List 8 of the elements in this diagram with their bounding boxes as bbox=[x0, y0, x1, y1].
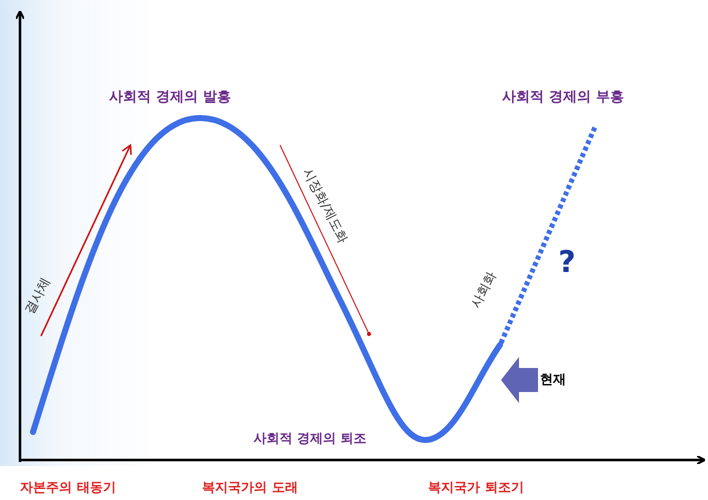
period-label: 복지국가의 도래 bbox=[202, 482, 298, 494]
marker-label: 현재 bbox=[540, 374, 566, 386]
period-label: 자본주의 태동기 bbox=[20, 482, 116, 494]
heading: 사회적 경제의 부흥 bbox=[502, 90, 624, 104]
heading: 사회적 경제의 발흥 bbox=[109, 90, 231, 104]
period-label: 복지국가 퇴조기 bbox=[428, 482, 524, 494]
heading: 사회적 경제의 퇴조 bbox=[253, 432, 367, 446]
question-mark: ? bbox=[558, 248, 576, 278]
